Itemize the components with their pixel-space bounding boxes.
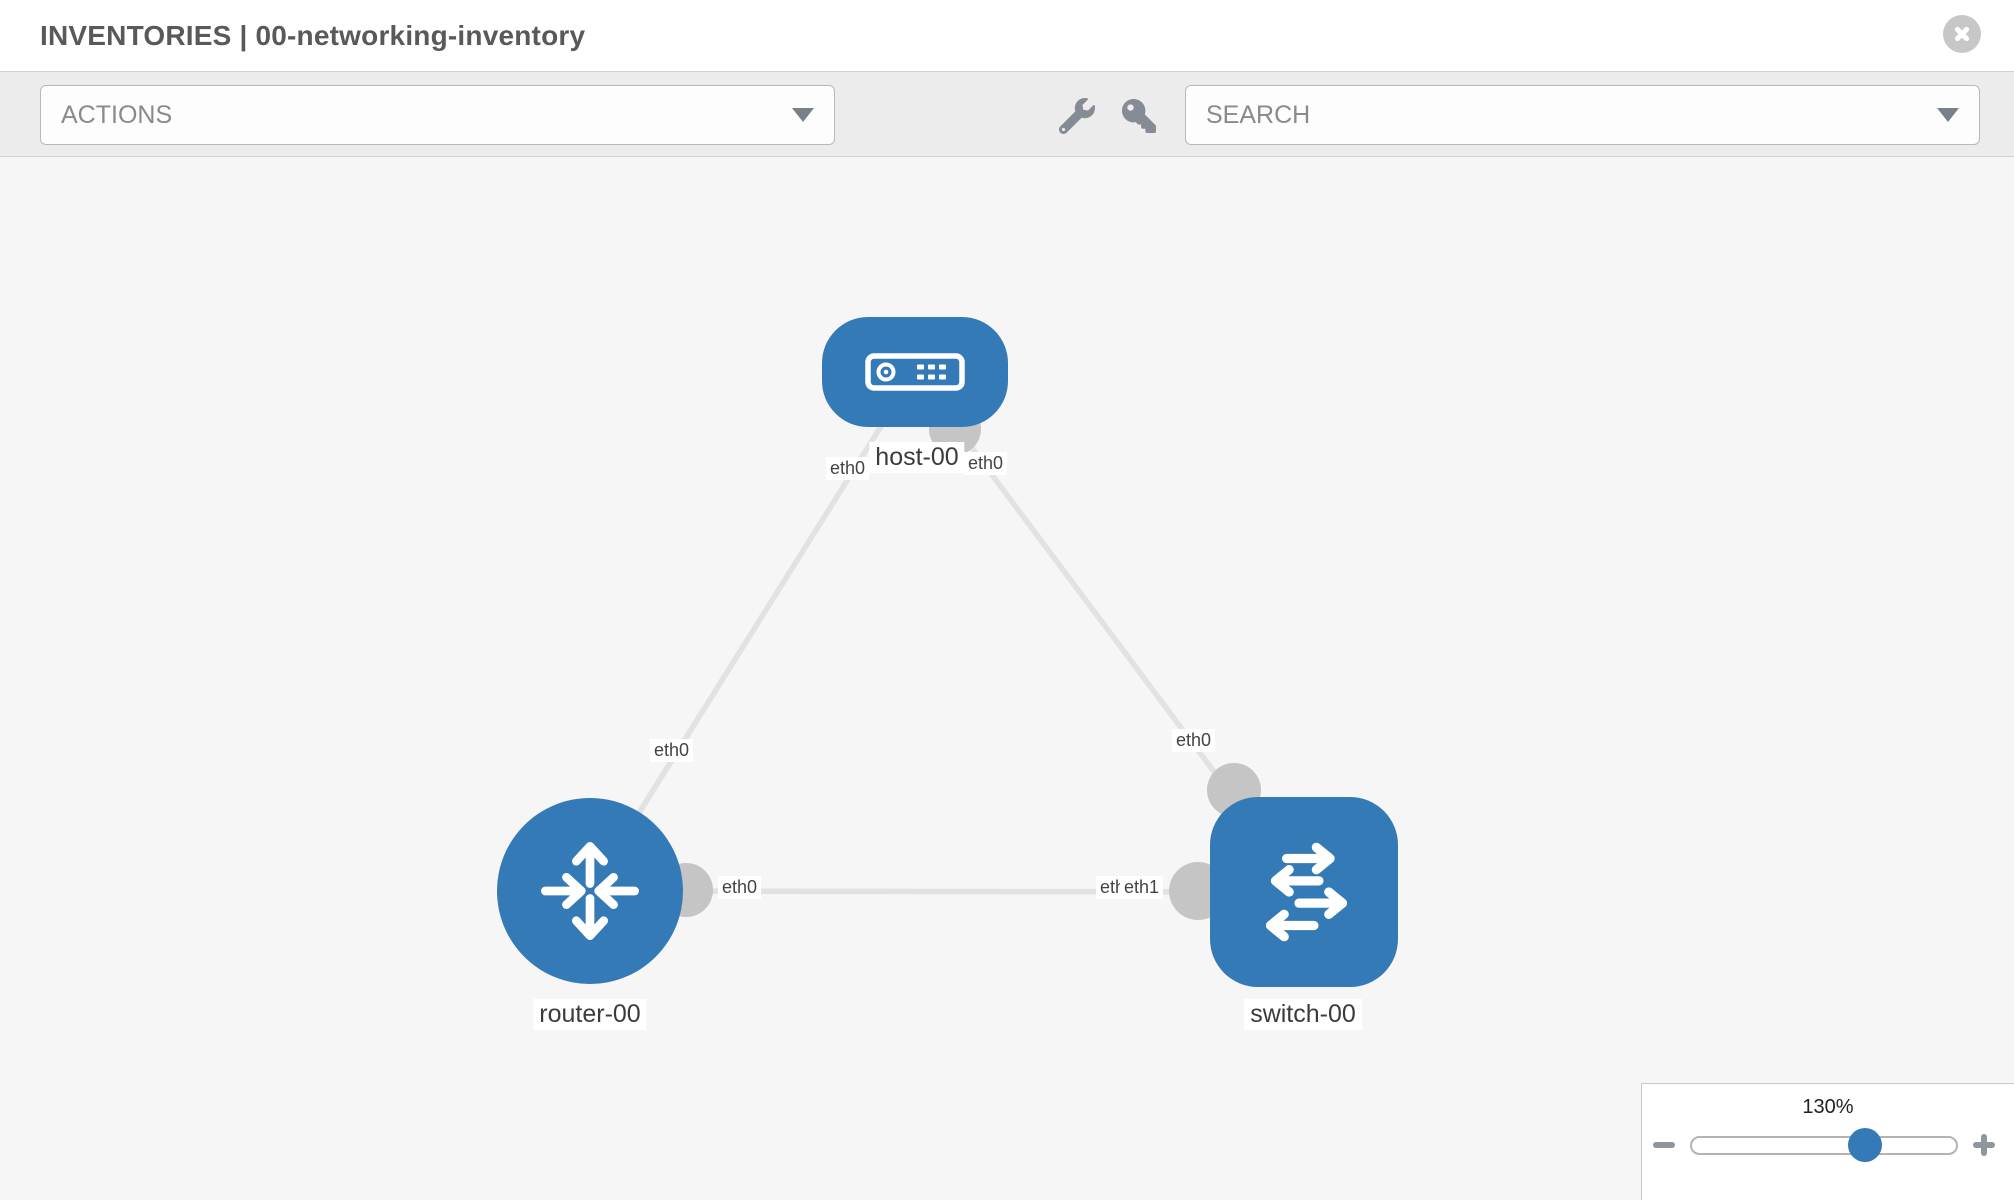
search-dropdown[interactable]: SEARCH: [1185, 85, 1980, 145]
zoom-slider-thumb[interactable]: [1848, 1128, 1882, 1162]
zoom-in-button[interactable]: [1972, 1133, 1996, 1157]
topology-edges: [587, 370, 1307, 895]
node-host-00[interactable]: [822, 317, 1008, 427]
search-label: SEARCH: [1206, 100, 1311, 129]
wrench-icon: [1059, 98, 1095, 134]
node-switch-00[interactable]: [1210, 797, 1398, 987]
key-icon: [1122, 99, 1156, 133]
actions-dropdown-label: ACTIONS: [61, 100, 173, 129]
wrench-button[interactable]: [1056, 96, 1098, 136]
close-button[interactable]: [1943, 15, 1981, 53]
zoom-level-value: 130%: [1802, 1096, 1854, 1118]
iface-label-eth0: eth0: [718, 876, 762, 899]
zoom-out-button[interactable]: [1652, 1133, 1676, 1157]
toolbar: ACTIONS SEARCH: [0, 72, 2014, 157]
iface-label-eth0: eth0: [964, 452, 1008, 475]
zoom-slider[interactable]: [1690, 1128, 1958, 1162]
zoom-control-panel: 130%: [1641, 1083, 2014, 1200]
titlebar: INVENTORIES | 00-networking-inventory: [0, 0, 2014, 72]
node-label-host-00: host-00: [869, 442, 965, 473]
node-router-00[interactable]: [497, 798, 683, 984]
page-title: INVENTORIES | 00-networking-inventory: [40, 19, 586, 51]
router-icon: [541, 842, 639, 940]
node-label-router-00: router-00: [533, 999, 647, 1030]
iface-label-eth0: eth0: [650, 739, 694, 762]
iface-label-eth1: eth1: [1120, 876, 1164, 899]
minus-icon: [1653, 1142, 1675, 1148]
iface-label-eth0: eth0: [1172, 729, 1216, 752]
close-icon: [1954, 26, 1970, 42]
iface-label-eth0: eth0: [826, 457, 870, 480]
host-icon: [865, 353, 965, 391]
zoom-slider-row: [1642, 1122, 2014, 1168]
switch-icon: [1265, 842, 1348, 942]
plus-icon: [1973, 1134, 1995, 1156]
key-button[interactable]: [1118, 96, 1160, 136]
topology-canvas[interactable]: host-00 router-00 switch-00 eth0 eth0 et…: [0, 157, 2014, 1200]
chevron-down-icon: [792, 108, 814, 122]
actions-dropdown[interactable]: ACTIONS: [40, 85, 835, 145]
chevron-down-icon: [1937, 108, 1959, 122]
node-label-switch-00: switch-00: [1244, 999, 1362, 1030]
